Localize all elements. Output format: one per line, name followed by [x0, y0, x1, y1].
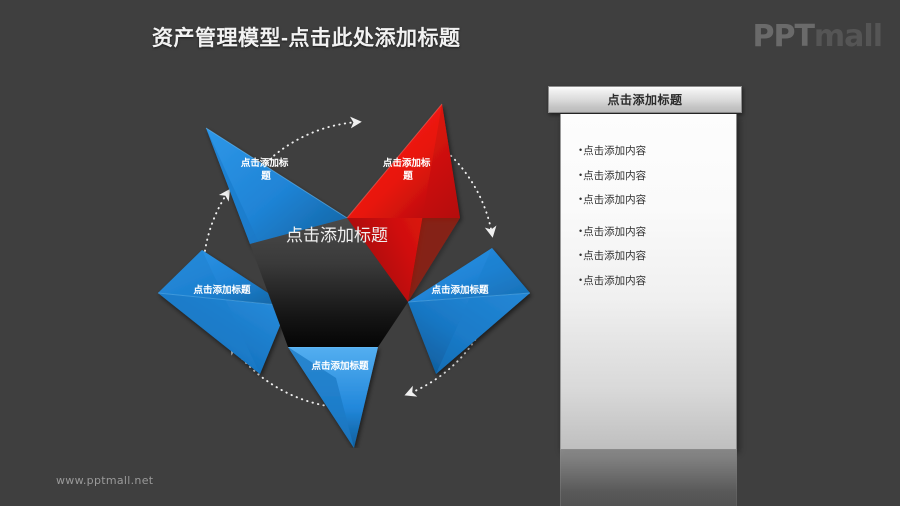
bullet-icon: • — [579, 225, 583, 236]
list-item[interactable]: •点击添加内容 — [579, 274, 736, 287]
bullet-icon: • — [579, 250, 583, 260]
footer-url: www.pptmall.net — [56, 474, 154, 487]
panel-reflection — [560, 450, 737, 506]
list-item[interactable]: •点击添加内容 — [579, 251, 736, 262]
petal-right-label: 点击添加标题 — [431, 284, 489, 296]
petal-bottom-label: 点击添加标题 — [311, 360, 369, 372]
petal-top-right-label: 点击添加标 题 — [383, 157, 433, 182]
list-item-label: 点击添加内容 — [583, 250, 647, 262]
petal-top-left-label: 点击添加标 题 — [241, 157, 291, 182]
bullet-icon: • — [579, 194, 583, 204]
list-item-label: 点击添加内容 — [583, 145, 647, 157]
list-item[interactable]: •点击添加内容 — [579, 225, 736, 238]
pentagon-cycle-diagram: 点击添加标 题 点击添加标 题 点击添加标题 — [140, 78, 550, 448]
panel-header[interactable]: 点击添加标题 — [548, 86, 742, 113]
center-pentagon[interactable] — [250, 218, 408, 347]
page-title: 资产管理模型-点击此处添加标题 — [152, 27, 461, 50]
petal-right[interactable] — [407, 248, 531, 374]
list-item-label: 点击添加内容 — [583, 225, 647, 238]
bullet-icon: • — [579, 145, 583, 155]
content-panel: 点击添加标题 •点击添加内容 •点击添加内容 •点击添加内容 •点击添加内容 •… — [545, 86, 745, 506]
list-item[interactable]: •点击添加内容 — [579, 169, 736, 182]
list-item[interactable]: •点击添加内容 — [579, 146, 736, 157]
list-item-label: 点击添加内容 — [583, 169, 647, 182]
panel-header-title: 点击添加标题 — [607, 93, 683, 107]
petal-left-label: 点击添加标题 — [193, 284, 251, 296]
logo-text-mall: mall — [813, 19, 883, 54]
petal-left[interactable] — [157, 250, 289, 374]
panel-body[interactable]: •点击添加内容 •点击添加内容 •点击添加内容 •点击添加内容 •点击添加内容 … — [560, 114, 737, 450]
bullet-icon: • — [579, 274, 583, 285]
list-item-label: 点击添加内容 — [583, 194, 647, 206]
logo-text-ppt: PPT — [752, 19, 814, 54]
bullet-icon: • — [579, 169, 583, 180]
list-item[interactable]: •点击添加内容 — [579, 195, 736, 206]
pptmall-logo: PPTmall — [752, 19, 883, 54]
list-item-label: 点击添加内容 — [583, 274, 647, 287]
cycle-arrow-1 — [257, 116, 362, 172]
petal-top-right[interactable] — [346, 103, 460, 302]
center-pentagon-label: 点击添加标题 — [286, 226, 388, 245]
